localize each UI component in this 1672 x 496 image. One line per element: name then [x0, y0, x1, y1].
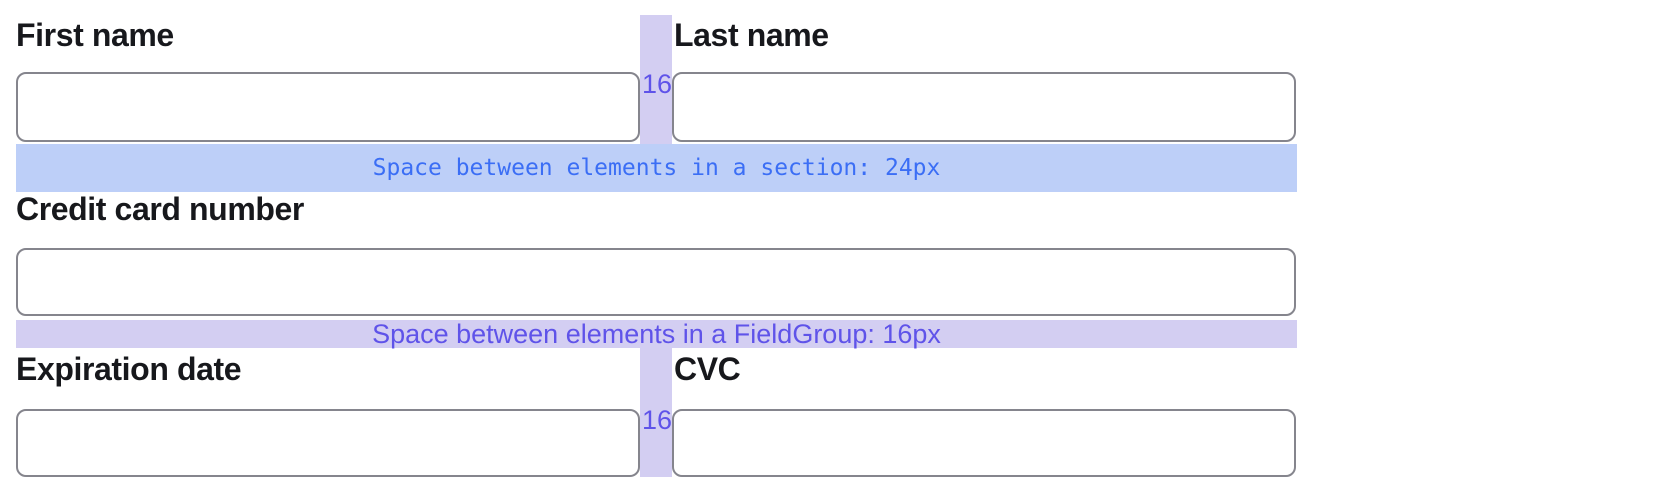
card-number-input[interactable]: [16, 248, 1296, 316]
last-name-input[interactable]: [672, 72, 1296, 142]
card-number-label: Credit card number: [16, 191, 304, 227]
first-name-label: First name: [16, 17, 174, 53]
section-spacing-band: Space between elements in a section: 24p…: [16, 144, 1297, 192]
section-spacing-annotation: Space between elements in a section: 24p…: [372, 155, 941, 181]
expiration-date-label: Expiration date: [16, 351, 242, 387]
fieldgroup-spacing-band: Space between elements in a FieldGroup: …: [16, 320, 1297, 348]
expiration-date-input[interactable]: [16, 409, 640, 477]
fieldgroup-spacing-annotation: Space between elements in a FieldGroup: …: [372, 319, 941, 349]
first-name-input[interactable]: [16, 72, 640, 142]
gap-size-annotation-bottom: 16: [642, 405, 673, 435]
cvc-input[interactable]: [672, 409, 1296, 477]
cvc-label: CVC: [674, 351, 741, 387]
column-gap-strip-top: [640, 15, 672, 144]
column-gap-strip-bottom: [640, 348, 672, 477]
gap-size-annotation-top: 16: [642, 69, 673, 99]
last-name-label: Last name: [674, 17, 829, 53]
